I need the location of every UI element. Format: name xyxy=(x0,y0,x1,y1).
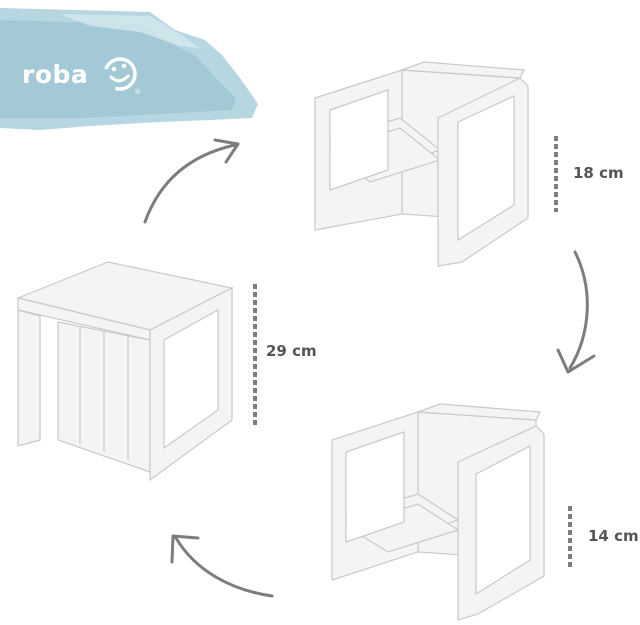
arrow-curve-icon xyxy=(556,250,596,374)
cube-stool xyxy=(16,261,234,482)
roba-smile-logo: ® xyxy=(103,57,141,96)
brand-name: roba xyxy=(22,59,89,89)
arrow-curve-icon xyxy=(143,138,240,224)
registered-mark: ® xyxy=(134,88,141,96)
measurement-bars xyxy=(253,136,572,568)
cube-low-chair xyxy=(331,403,545,621)
watercolor-banner xyxy=(0,8,258,130)
label-stool-height: 29 cm xyxy=(266,342,317,360)
brand-logo: roba ® xyxy=(22,54,142,96)
cube-high-chair xyxy=(314,61,529,267)
label-high-chair-seat: 18 cm xyxy=(573,164,624,182)
label-low-chair-seat: 14 cm xyxy=(588,527,639,545)
arrow-curve-icon xyxy=(170,534,274,598)
